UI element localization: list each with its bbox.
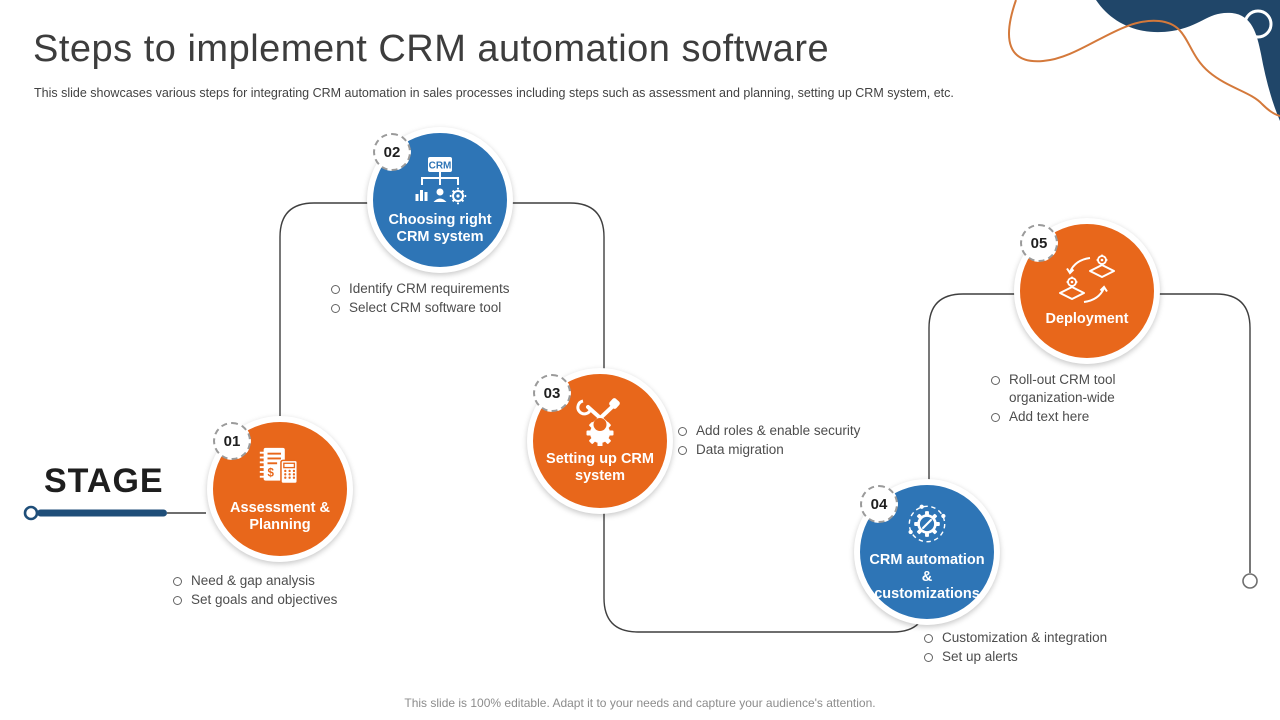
step-03-number-badge: 03 [533,374,571,412]
step-circle-03: 03 [527,368,673,514]
bullet-text: Customization & integration [942,630,1108,645]
svg-text:$: $ [268,467,275,479]
step-01-label: Assessment & Planning [230,499,330,533]
step-circle-01: 01 $ [207,416,353,562]
bullet-marker [924,634,933,643]
step-03-bullets: Add roles & enable security Data migrati… [678,422,913,460]
bullet-marker [924,653,933,662]
bullet-item: Roll-out CRM tool organization-wide [991,371,1143,407]
step-05-label: Deployment [1045,311,1129,327]
ledger-calculator-icon: $ [255,445,305,495]
bullet-item: Need & gap analysis [173,572,398,590]
bullet-item: Set up alerts [924,648,1159,666]
bullet-item: Data migration [678,441,913,459]
step-04-bullets: Customization & integration Set up alert… [924,629,1159,667]
step-number: 03 [543,384,561,402]
bullet-text: Set up alerts [942,649,1018,664]
bullet-item: Set goals and objectives [173,591,398,609]
bullet-marker [173,577,182,586]
ring-icon [1243,9,1273,39]
step-number: 05 [1030,234,1048,252]
bullet-marker [991,376,1000,385]
automation-gear-icon [903,501,951,547]
bullet-text: Add text here [1009,409,1090,424]
step-05-number-badge: 05 [1020,224,1058,262]
footer-note: This slide is 100% editable. Adapt it to… [404,696,876,710]
step-number: 01 [223,432,241,450]
step-circle-02: 02 CRM Choosing right CRM system [367,127,513,273]
bullet-marker [678,446,687,455]
bullet-text: Need & gap analysis [191,573,315,588]
step-04-label: CRM automation & customizations [869,552,985,602]
bullet-text: Identify CRM requirements [349,281,510,296]
stage-bar [37,509,167,517]
step-02-bullets: Identify CRM requirements Select CRM sof… [331,280,566,318]
orange-accent-curve [1008,0,1280,117]
bullet-marker [173,596,182,605]
step-circle-05: 05 Deployment [1014,218,1160,364]
stage-label: STAGE [44,462,164,500]
step-number: 04 [870,495,888,513]
bullet-item: Add text here [991,408,1143,426]
svg-text:CRM: CRM [429,160,452,171]
bullet-marker [678,427,687,436]
deployment-layers-icon [1057,254,1117,306]
bullet-text: Select CRM software tool [349,300,502,315]
bullet-text: Roll-out CRM tool organization-wide [1009,372,1116,405]
bullet-item: Select CRM software tool [331,299,566,317]
step-number: 02 [383,143,401,161]
bullet-marker [991,413,1000,422]
step-circle-04: 04 CRM autom [854,479,1000,625]
bullet-item: Add roles & enable security [678,422,913,440]
page-title: Steps to implement CRM automation softwa… [33,28,830,70]
bullet-marker [331,304,340,313]
corner-decoration [1008,0,1280,121]
step-02-label: Choosing right CRM system [388,211,492,245]
path-end-ring [1242,573,1258,589]
bullet-item: Customization & integration [924,629,1159,647]
bullet-text: Add roles & enable security [696,423,861,438]
bullet-marker [331,285,340,294]
bullet-text: Set goals and objectives [191,592,338,607]
step-01-number-badge: 01 [213,422,251,460]
crm-org-chart-icon: CRM [409,155,471,207]
bullet-item: Identify CRM requirements [331,280,566,298]
stage-start-ring [23,505,39,521]
step-01-bullets: Need & gap analysis Set goals and object… [173,572,398,610]
step-03-label: Setting up CRM system [546,450,654,484]
gear-tools-icon [573,397,627,446]
page-subtitle: This slide showcases various steps for i… [34,86,954,100]
step-02-number-badge: 02 [373,133,411,171]
step-04-number-badge: 04 [860,485,898,523]
navy-blob-shape [1096,0,1280,121]
bullet-text: Data migration [696,442,784,457]
step-05-bullets: Roll-out CRM tool organization-wide Add … [991,371,1143,427]
